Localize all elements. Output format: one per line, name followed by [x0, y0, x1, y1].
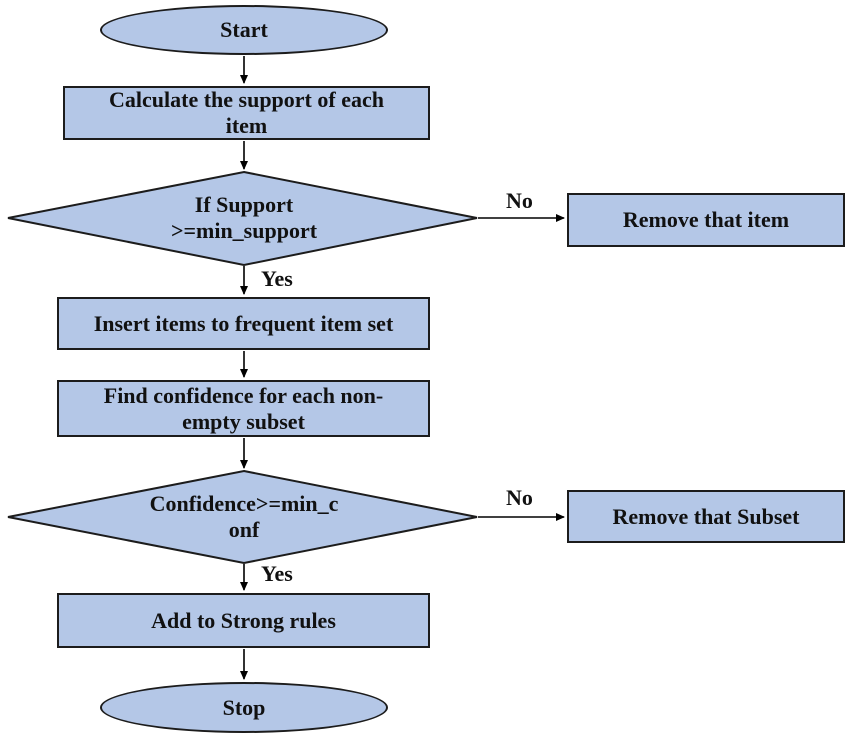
process-remove-subset: Remove that Subset	[567, 490, 845, 543]
stop-node: Stop	[100, 682, 388, 733]
process-add-strong-rules: Add to Strong rules	[57, 593, 430, 648]
process-remove-item: Remove that item	[567, 193, 845, 247]
decision-support-label: If Support >=min_support	[170, 192, 318, 243]
process-find-confidence: Find confidence for each non- empty subs…	[57, 380, 430, 437]
process-calculate-support: Calculate the support of each item	[63, 86, 430, 140]
decision-diamond-support	[7, 170, 478, 267]
edge-label-confidence-no: No	[506, 485, 533, 510]
edge-label-support-no: No	[506, 188, 533, 213]
start-node: Start	[100, 5, 388, 55]
edge-label-confidence-yes: Yes	[261, 561, 293, 586]
decision-diamond-confidence	[7, 469, 478, 565]
process-insert-frequent-itemset: Insert items to frequent item set	[57, 297, 430, 350]
decision-confidence-label: Confidence>=min_c onf	[149, 491, 339, 542]
edge-label-support-yes: Yes	[261, 266, 293, 291]
